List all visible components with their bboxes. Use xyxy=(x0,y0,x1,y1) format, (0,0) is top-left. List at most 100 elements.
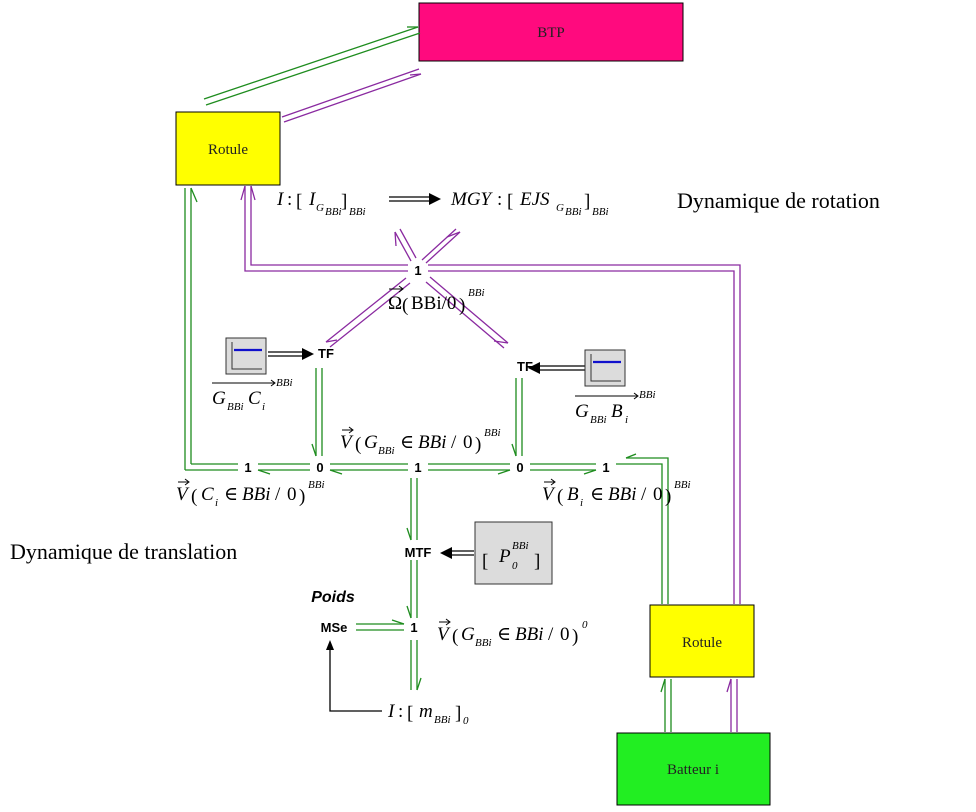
junctions: 1 1 0 1 0 1 1 TF TF MTF MSe Poids xyxy=(244,263,609,635)
svg-text:(: ( xyxy=(191,486,197,507)
p0-label: [ P 0 BBi ] xyxy=(482,540,540,572)
v-ci-label: V ( C i ∈ BBi / 0 ) BBi xyxy=(176,478,325,509)
svg-text:BBi: BBi xyxy=(639,389,656,401)
tf-left-arrowhead xyxy=(302,348,314,360)
svg-text:G: G xyxy=(212,388,226,409)
svg-text:BBi: BBi xyxy=(475,637,492,649)
svg-text:BBi: BBi xyxy=(242,484,271,505)
svg-text:BBi: BBi xyxy=(512,540,529,552)
svg-text:/: / xyxy=(641,484,647,505)
svg-text:i: i xyxy=(580,497,583,509)
svg-text:): ) xyxy=(475,434,481,455)
svg-text:]: ] xyxy=(455,703,461,724)
svg-text:i: i xyxy=(262,401,265,413)
rotule-top-label: Rotule xyxy=(208,142,248,158)
svg-text:(: ( xyxy=(452,626,458,647)
svg-text:∈: ∈ xyxy=(400,432,414,453)
svg-text:0: 0 xyxy=(463,715,469,727)
omega-label: Ω ( BBi/0 ) BBi xyxy=(388,285,485,316)
svg-text:0: 0 xyxy=(653,484,663,505)
rotational-inertia-label: I : [ I G BBi ] BBi xyxy=(276,189,366,218)
v-gbbi-0-label: V ( G BBi ∈ BBi / 0 ) 0 xyxy=(437,618,588,649)
mgy-label: MGY : [ EJS G BBi ] BBi xyxy=(450,189,609,218)
svg-text:G: G xyxy=(316,202,324,214)
svg-text:MGY: MGY xyxy=(450,189,494,210)
svg-text:(: ( xyxy=(355,434,361,455)
tf-left-gain-icon[interactable] xyxy=(225,337,267,375)
svg-text:BBi/0: BBi/0 xyxy=(411,293,456,314)
btp-block[interactable]: BTP xyxy=(418,2,684,62)
svg-text:[: [ xyxy=(407,703,413,724)
svg-text:∈: ∈ xyxy=(497,624,511,645)
svg-text:BBi: BBi xyxy=(590,414,607,426)
svg-text:BBi: BBi xyxy=(484,427,501,439)
junction-1-right: 1 xyxy=(602,460,609,475)
svg-text:BBi: BBi xyxy=(468,287,485,299)
svg-text:G: G xyxy=(461,624,475,645)
svg-text:]: ] xyxy=(534,551,540,572)
svg-text:V: V xyxy=(542,484,556,505)
mse-element: MSe xyxy=(321,620,348,635)
svg-text:): ) xyxy=(665,486,671,507)
tf-left-element: TF xyxy=(318,346,334,361)
svg-text:B: B xyxy=(611,401,623,422)
junction-1-center: 1 xyxy=(414,460,421,475)
svg-text:I: I xyxy=(308,189,317,210)
mtf-arrowhead xyxy=(440,547,452,559)
rotule-bottom-label: Rotule xyxy=(682,635,722,651)
svg-text:): ) xyxy=(459,295,465,316)
svg-text:BBi: BBi xyxy=(378,445,395,457)
poids-label: Poids xyxy=(311,589,355,606)
svg-text:EJS: EJS xyxy=(519,189,550,210)
svg-text:B: B xyxy=(567,484,579,505)
svg-text:]: ] xyxy=(341,191,347,212)
tf-right-arrowhead xyxy=(528,362,540,374)
svg-text:]: ] xyxy=(584,191,590,212)
svg-text::: : xyxy=(287,189,292,210)
mtf-gain-box[interactable] xyxy=(474,521,553,585)
svg-text:(: ( xyxy=(402,295,408,316)
rotation-bonds xyxy=(240,68,741,732)
rotation-section-title: Dynamique de rotation xyxy=(677,188,880,213)
svg-text:0: 0 xyxy=(512,560,518,572)
svg-text:G: G xyxy=(364,432,378,453)
svg-text::: : xyxy=(497,189,502,210)
gbbi-ci-label: G BBi C i BBi xyxy=(212,377,293,413)
translation-bonds xyxy=(184,26,672,732)
svg-text:BBi: BBi xyxy=(515,624,544,645)
svg-text:G: G xyxy=(556,202,564,214)
svg-text:0: 0 xyxy=(463,432,473,453)
svg-text:P: P xyxy=(498,546,511,567)
rotule-top-block[interactable]: Rotule xyxy=(175,111,281,186)
svg-text:BBi: BBi xyxy=(276,377,293,389)
svg-text:): ) xyxy=(572,626,578,647)
svg-text:): ) xyxy=(299,486,305,507)
rotule-bottom-block[interactable]: Rotule xyxy=(649,604,755,678)
svg-text:BBi: BBi xyxy=(592,206,609,218)
svg-text:BBi: BBi xyxy=(308,479,325,491)
svg-text::: : xyxy=(398,701,403,722)
junction-0-right: 0 xyxy=(516,460,523,475)
svg-text:I: I xyxy=(276,189,285,210)
svg-text:V: V xyxy=(340,432,354,453)
svg-text:0: 0 xyxy=(560,624,570,645)
v-gbbi-label: V ( G BBi ∈ BBi / 0 ) BBi xyxy=(340,426,501,457)
batteur-block[interactable]: Batteur i xyxy=(616,732,771,806)
svg-text:BBi: BBi xyxy=(608,484,637,505)
svg-text:BBi: BBi xyxy=(325,206,342,218)
svg-text:/: / xyxy=(451,432,457,453)
svg-text:I: I xyxy=(387,701,396,722)
gbbi-bi-label: G BBi B i BBi xyxy=(575,389,656,426)
btp-label: BTP xyxy=(537,25,565,41)
svg-text:BBi: BBi xyxy=(349,206,366,218)
translation-section-title: Dynamique de translation xyxy=(10,539,237,564)
signal-arrows xyxy=(268,348,585,712)
svg-text:BBi: BBi xyxy=(674,479,691,491)
junction-1-lower: 1 xyxy=(410,620,417,635)
mass-label: I : [ m BBi ] 0 xyxy=(387,701,469,727)
svg-text:i: i xyxy=(625,414,628,426)
svg-text:i: i xyxy=(215,497,218,509)
svg-text:m: m xyxy=(419,701,433,722)
tf-right-gain-icon[interactable] xyxy=(584,349,626,387)
